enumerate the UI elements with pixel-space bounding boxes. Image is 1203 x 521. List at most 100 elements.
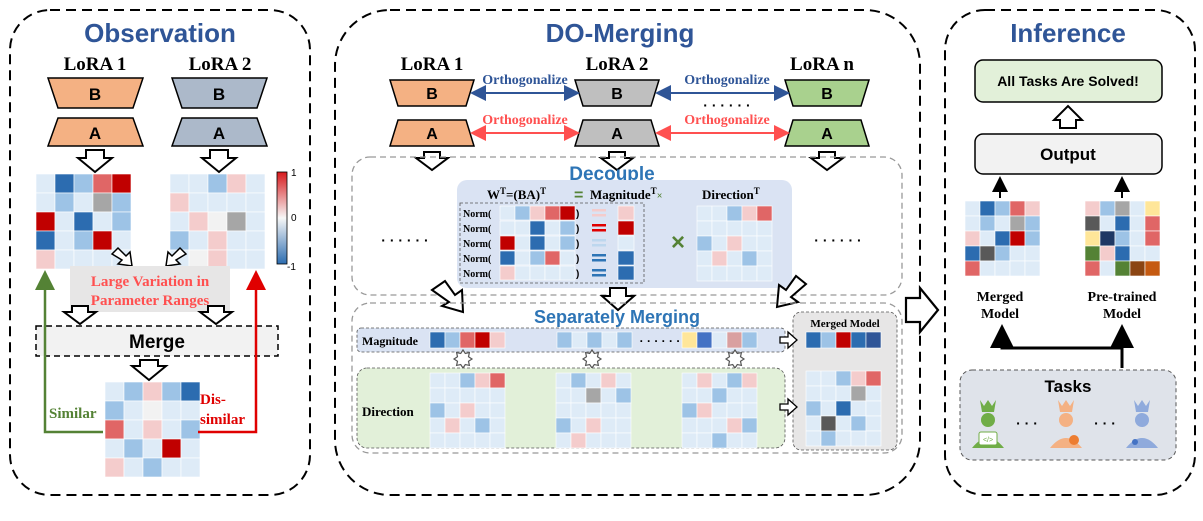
wt-sup2: T xyxy=(540,186,546,196)
big-right-arrow-icon xyxy=(904,284,940,336)
magnitude-cell xyxy=(805,331,822,349)
matrix-cell xyxy=(73,230,94,251)
magnitude-cell xyxy=(601,331,618,349)
dom-lora1-a-block xyxy=(388,119,476,147)
matrix-cell xyxy=(104,419,125,440)
eq-bar xyxy=(592,239,606,242)
matrix-cell xyxy=(696,235,713,252)
matrix-cell xyxy=(188,230,209,251)
matrix-cell xyxy=(741,417,758,434)
matrix-cell xyxy=(1084,245,1101,262)
inference-title: Inference xyxy=(1010,18,1126,48)
matrix-cell xyxy=(979,260,996,277)
down-arrow-icon xyxy=(199,149,239,174)
matrix-cell xyxy=(835,415,852,432)
matrix-cell xyxy=(850,400,867,417)
matrix-cell xyxy=(1144,230,1161,247)
matrix-cell xyxy=(805,385,822,402)
b-label: B xyxy=(89,85,101,104)
matrix-cell xyxy=(207,192,228,213)
obs-lora2-label: LoRA 2 xyxy=(189,54,252,75)
matrix-cell xyxy=(459,402,476,419)
norm-cell xyxy=(514,265,531,281)
matrix-cell xyxy=(226,173,247,194)
similar-label: Similar xyxy=(49,406,97,422)
matrix-cell xyxy=(1114,200,1131,217)
matrix-cell xyxy=(1024,260,1041,277)
direction-word: Direction xyxy=(702,187,755,202)
matrix-cell xyxy=(1099,245,1116,262)
matrix-cell xyxy=(207,211,228,232)
matrix-cell xyxy=(459,387,476,404)
matrix-cell xyxy=(111,211,132,232)
diagonal-arrow-icon xyxy=(165,246,188,267)
matrix-cell xyxy=(429,372,446,389)
solved-label: All Tasks Are Solved! xyxy=(997,73,1139,89)
matrix-cell xyxy=(1084,230,1101,247)
matrix-cell xyxy=(696,387,713,404)
magnitude-cell xyxy=(850,331,867,349)
matrix-cell xyxy=(835,430,852,447)
matrix-cell xyxy=(142,419,163,440)
matrix-cell xyxy=(865,370,882,387)
matrix-cell xyxy=(964,200,981,217)
wt-formula: WT=(BA)T xyxy=(487,186,546,202)
matrix-cell xyxy=(964,215,981,232)
variation-line2: Parameter Ranges xyxy=(91,293,210,309)
separately-merging-region xyxy=(351,302,903,454)
matrix-cell xyxy=(54,211,75,232)
magnitude-cell xyxy=(696,331,713,349)
orthogonalize-a-label-1: Orthogonalize xyxy=(482,113,568,128)
norm-cell xyxy=(529,205,546,221)
norm-cell xyxy=(529,220,546,236)
matrix-cell xyxy=(741,372,758,389)
norm-dashed-box xyxy=(459,202,645,284)
merge-label: Merge xyxy=(129,332,185,353)
matrix-cell xyxy=(696,265,713,282)
magnitude-word: Magnitude xyxy=(590,187,651,202)
norm-cell xyxy=(499,250,516,266)
matrix-cell xyxy=(600,402,617,419)
matrix-cell xyxy=(1024,200,1041,217)
matrix-cell xyxy=(429,402,446,419)
magnitude-vectors xyxy=(429,331,758,349)
matrix-cell xyxy=(865,385,882,402)
norm-cell xyxy=(544,250,561,266)
colorbar: 1 0 -1 xyxy=(276,168,297,273)
matrix-cell xyxy=(865,400,882,417)
matrix-cell xyxy=(1129,215,1146,232)
magnitude-cell xyxy=(681,331,698,349)
eq-bar xyxy=(592,274,606,277)
lora-hdots: · · · · · · xyxy=(703,97,750,113)
matrix-cell xyxy=(1084,200,1101,217)
dom-loran-b-block xyxy=(783,79,871,107)
matrix-cell xyxy=(444,387,461,404)
magnitude-cell xyxy=(489,331,506,349)
matrix-cell xyxy=(726,205,743,222)
matrix-cell xyxy=(1009,200,1026,217)
matrix-cell xyxy=(459,432,476,449)
eq-bar xyxy=(592,269,606,272)
wt-eq: =(BA) xyxy=(506,187,540,202)
similar-arrow xyxy=(35,270,103,434)
matrix-cell xyxy=(180,438,201,459)
magnitude-cell xyxy=(820,331,837,349)
merged-model-label: Merged Model xyxy=(810,318,879,330)
matrix-cell xyxy=(820,400,837,417)
matrix-cell xyxy=(226,192,247,213)
wt-sup: T xyxy=(500,186,506,196)
matrix-cell xyxy=(741,235,758,252)
direction-matrices xyxy=(429,372,758,449)
matrix-cell xyxy=(756,250,773,267)
magnitude-cell xyxy=(556,331,573,349)
matrix-cell xyxy=(964,245,981,262)
matrix-cell xyxy=(489,417,506,434)
matrix-cell xyxy=(696,432,713,449)
matrix-cell xyxy=(169,230,190,251)
diagonal-arrow-icon xyxy=(110,246,133,267)
matrix-cell xyxy=(570,402,587,419)
diag-down-arrow-icon xyxy=(430,279,465,314)
tasks-connector xyxy=(990,324,1124,368)
matrix-cell xyxy=(741,220,758,237)
magnitude-sup: T xyxy=(651,186,657,196)
